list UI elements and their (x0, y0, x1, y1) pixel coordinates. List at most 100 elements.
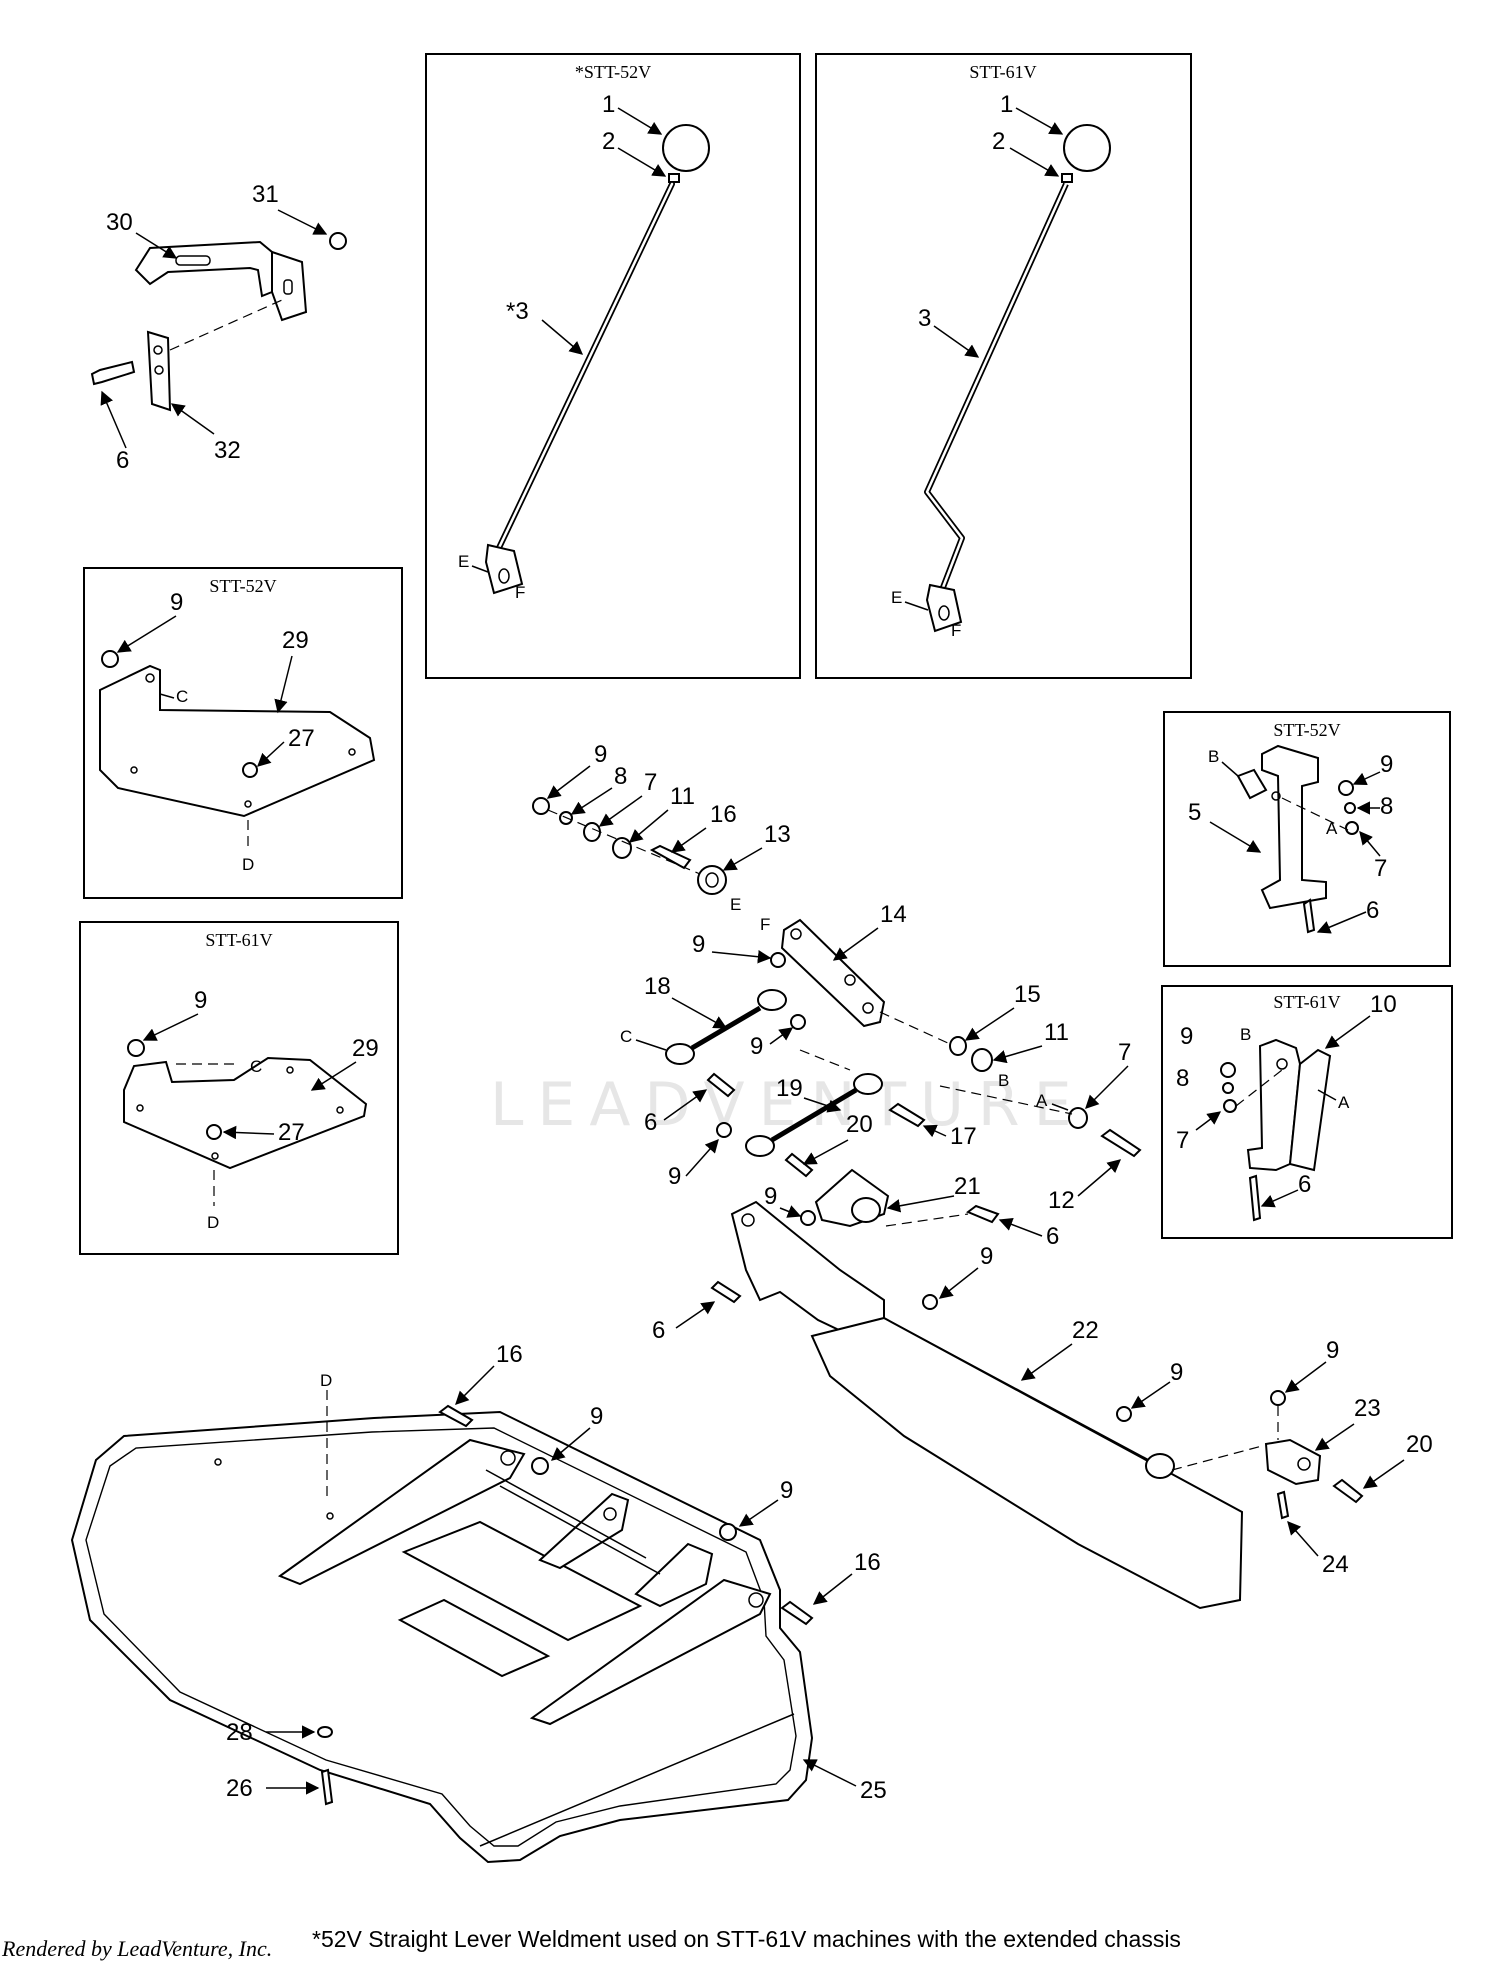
arm-14 (780, 918, 886, 1028)
callout-7: 7 (1374, 855, 1387, 882)
washer-15 (949, 1036, 967, 1056)
knob-insert-52v (668, 173, 680, 183)
callout-7: 7 (1176, 1127, 1189, 1154)
knob-insert-61v (1061, 173, 1073, 183)
nut-9 (719, 1523, 737, 1541)
bolt-16 (780, 1600, 814, 1626)
deck-assembly: D 16 9 9 16 28 26 25 (70, 1341, 887, 1864)
washer-11 (971, 1048, 993, 1072)
callout-27: 27 (278, 1119, 305, 1146)
callout-2: 2 (992, 128, 1005, 155)
letter-a: A (1036, 1091, 1048, 1110)
bolt-24 (1276, 1490, 1290, 1520)
callout-16: 16 (496, 1341, 523, 1368)
washer-28 (317, 1726, 333, 1738)
callout-17: 17 (950, 1123, 977, 1150)
bolt-6 (1248, 1174, 1262, 1222)
washer-8 (1222, 1082, 1234, 1094)
panel-plate-61v: STT-61V 9 29 27 C D (79, 921, 399, 1255)
bolt-6 (90, 360, 136, 386)
washer-7 (1345, 821, 1359, 835)
callout-10: 10 (1370, 991, 1397, 1018)
callout-16: 16 (854, 1549, 881, 1576)
letter-f: F (515, 583, 525, 602)
callout-9: 9 (750, 1033, 763, 1060)
bolt-26 (320, 1768, 334, 1806)
panel-title-lever-52v: *STT-52V (575, 62, 651, 82)
letter-e: E (730, 895, 741, 914)
lever-end-bracket-61v (925, 583, 963, 633)
callout-29: 29 (282, 627, 309, 654)
nut-9 (1220, 1062, 1236, 1078)
letter-f: F (951, 621, 961, 640)
callout-19: 19 (776, 1075, 803, 1102)
nut-9 (127, 1039, 145, 1057)
bushing-13 (697, 865, 727, 895)
washer-7 (1223, 1099, 1237, 1113)
callout-18: 18 (644, 973, 671, 1000)
letter-b: B (1208, 747, 1219, 766)
callout-13: 13 (764, 821, 791, 848)
panel-lever-61v: STT-61V 1 2 3 E F (815, 53, 1192, 679)
callout-6: 6 (1366, 897, 1379, 924)
callout-9: 9 (590, 1403, 603, 1430)
callout-32: 32 (214, 437, 241, 464)
callout-9: 9 (1180, 1023, 1193, 1050)
callout-23: 23 (1354, 1395, 1381, 1422)
panel-title-bracket-52v: STT-52V (1273, 720, 1340, 740)
seat-bracket-assembly: 30 31 6 32 (90, 181, 347, 474)
nut-9 (1338, 780, 1354, 796)
letter-a: A (1326, 819, 1338, 838)
panel-title-plate-52v: STT-52V (209, 576, 276, 596)
callout-21: 21 (954, 1173, 981, 1200)
bolt-16 (438, 1404, 474, 1428)
callout-1: 1 (602, 91, 615, 118)
rod-end-18a (665, 1043, 695, 1065)
washer-8 (1344, 802, 1356, 814)
callout-29: 29 (352, 1035, 379, 1062)
callout-27: 27 (288, 725, 315, 752)
nut-9 (101, 650, 119, 668)
callout-12: 12 (1048, 1187, 1075, 1214)
callout-9: 9 (1170, 1359, 1183, 1386)
blade-left (277, 1438, 526, 1586)
callout-22: 22 (1072, 1317, 1099, 1344)
letter-d: D (320, 1371, 332, 1390)
footer-credit: Rendered by LeadVenture, Inc. (2, 1936, 273, 1961)
callout-7: 7 (644, 769, 657, 796)
nut-9 (790, 1014, 806, 1030)
panel-bracket-52v: STT-52V B A 5 9 8 7 6 (1163, 711, 1451, 967)
callout-1: 1 (1000, 91, 1013, 118)
callout-16: 16 (710, 801, 737, 828)
letter-c: C (250, 1057, 262, 1076)
bracket-23 (1264, 1438, 1322, 1486)
callout-9: 9 (1326, 1337, 1339, 1364)
nut-27 (242, 762, 258, 778)
panel-title-plate-61v: STT-61V (205, 930, 272, 950)
callout-9: 9 (980, 1243, 993, 1270)
callout-6: 6 (1046, 1223, 1059, 1250)
callout-9: 9 (1380, 751, 1393, 778)
plate-32 (146, 330, 172, 412)
letter-b: B (998, 1071, 1009, 1090)
footer-note: *52V Straight Lever Weldment used on STT… (312, 1926, 1181, 1952)
plate-29-61v (123, 1056, 368, 1170)
callout-24: 24 (1322, 1551, 1349, 1578)
bolt-17 (888, 1102, 926, 1128)
panel-title-bracket-61v: STT-61V (1273, 992, 1340, 1012)
nut-9 (922, 1294, 938, 1310)
plate-29-52v (99, 664, 376, 818)
callout-9: 9 (780, 1477, 793, 1504)
nut-9 (770, 952, 786, 968)
callout-9: 9 (692, 931, 705, 958)
bolt-16 (649, 844, 692, 870)
watermark: LEADVENTURE (490, 1070, 1086, 1140)
panel-lever-52v: *STT-52V 1 2 *3 E F (425, 53, 801, 679)
deck-panel-b (397, 1598, 551, 1678)
callout-25: 25 (860, 1777, 887, 1804)
panel-bracket-61v: STT-61V B A 10 9 8 7 6 (1161, 985, 1453, 1239)
bolt-12 (1100, 1128, 1142, 1158)
nut-9 (532, 797, 550, 815)
rod-end-19a (745, 1135, 775, 1157)
